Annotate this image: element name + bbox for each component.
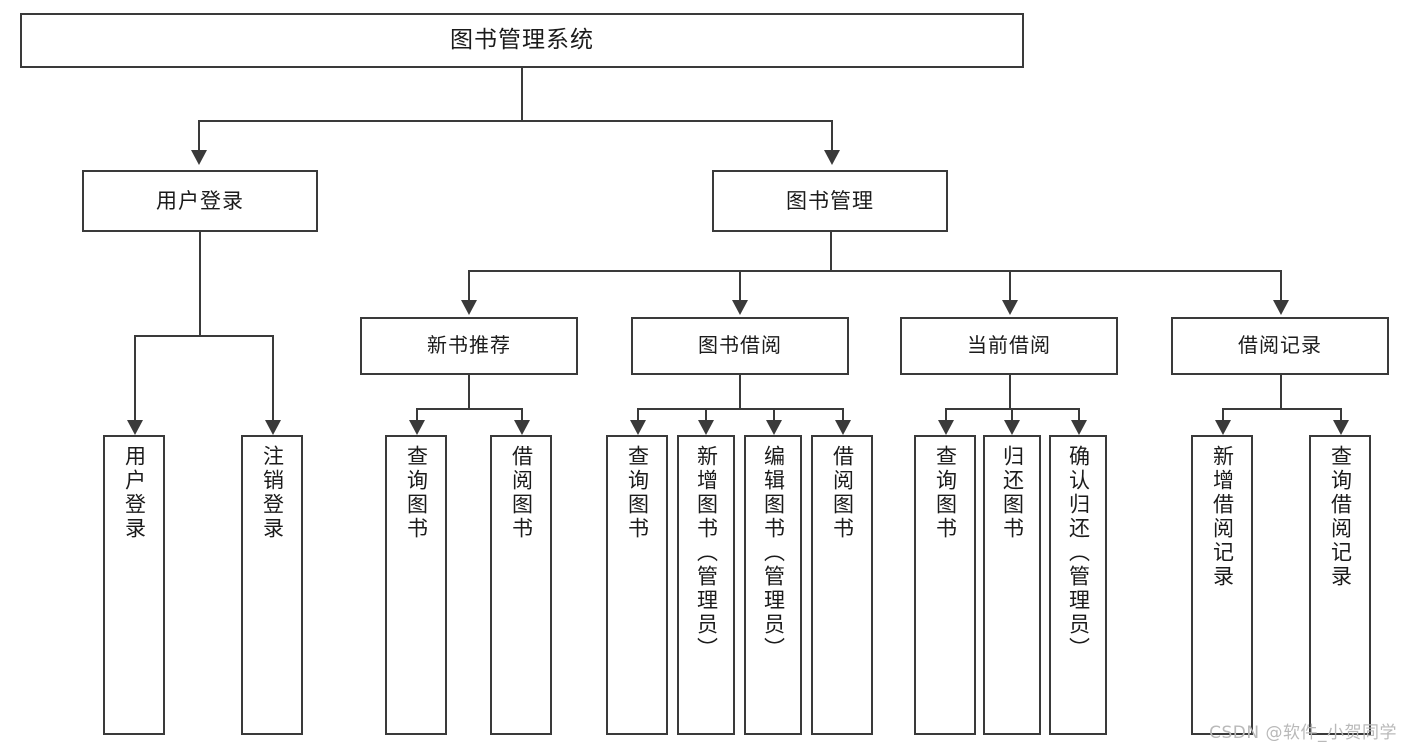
leaf-query-book-current[interactable]: 查询图书 xyxy=(914,435,976,735)
arrowhead-leaf-return-book xyxy=(1004,420,1020,435)
connector-bb-drop-2 xyxy=(705,408,707,420)
connector-borrow-record-stem xyxy=(1280,375,1282,408)
node-label: 新增借阅记录 xyxy=(1210,445,1235,589)
arrowhead-user-login xyxy=(191,150,207,165)
leaf-edit-book[interactable]: 编辑图书（管理员） xyxy=(744,435,802,735)
node-label: 确认归还（管理员） xyxy=(1066,445,1091,661)
arrowhead-leaf-query-book-1 xyxy=(409,420,425,435)
arrowhead-leaf-add-book xyxy=(698,420,714,435)
arrowhead-leaf-query-book-3 xyxy=(938,420,954,435)
node-user-login[interactable]: 用户登录 xyxy=(82,170,318,232)
node-book-borrow[interactable]: 图书借阅 xyxy=(631,317,849,375)
node-label: 图书借阅 xyxy=(698,333,782,358)
node-label: 查询图书 xyxy=(404,445,429,541)
connector-book-manage-drop-2 xyxy=(739,270,741,300)
node-label: 新增图书（管理员） xyxy=(694,445,719,661)
connector-borrow-record-bus xyxy=(1222,408,1340,410)
node-label: 用户登录 xyxy=(122,445,147,541)
leaf-add-borrow-record[interactable]: 新增借阅记录 xyxy=(1191,435,1253,735)
connector-nbr-drop-2 xyxy=(521,408,523,420)
node-label: 新书推荐 xyxy=(427,333,511,358)
node-label: 用户登录 xyxy=(156,188,244,213)
connector-br-drop-2 xyxy=(1340,408,1342,420)
node-label: 借阅图书 xyxy=(509,445,534,541)
connector-current-borrow-stem xyxy=(1009,375,1011,408)
arrowhead-leaf-query-book-2 xyxy=(630,420,646,435)
connector-root-stem xyxy=(521,68,523,120)
node-label: 当前借阅 xyxy=(967,333,1051,358)
node-label: 归还图书 xyxy=(1000,445,1025,541)
node-label: 借阅图书 xyxy=(830,445,855,541)
connector-root-to-book-manage xyxy=(831,120,833,150)
connector-cb-drop-3 xyxy=(1078,408,1080,420)
leaf-borrow-book[interactable]: 借阅图书 xyxy=(811,435,873,735)
connector-book-manage-drop-3 xyxy=(1009,270,1011,300)
connector-br-drop-1 xyxy=(1222,408,1224,420)
node-label: 图书管理 xyxy=(786,188,874,213)
connector-bb-drop-4 xyxy=(842,408,844,420)
node-label: 查询图书 xyxy=(625,445,650,541)
node-book-manage[interactable]: 图书管理 xyxy=(712,170,948,232)
leaf-return-book[interactable]: 归还图书 xyxy=(983,435,1041,735)
connector-root-bus xyxy=(198,120,832,122)
connector-book-borrow-stem xyxy=(739,375,741,408)
arrowhead-leaf-borrow-book-2 xyxy=(835,420,851,435)
arrowhead-leaf-confirm-return xyxy=(1071,420,1087,435)
connector-user-login-drop-1 xyxy=(134,335,136,420)
arrowhead-leaf-user-logout xyxy=(265,420,281,435)
arrowhead-current-borrow xyxy=(1002,300,1018,315)
arrowhead-leaf-borrow-book-1 xyxy=(514,420,530,435)
arrowhead-new-book-recommend xyxy=(461,300,477,315)
arrowhead-leaf-query-record xyxy=(1333,420,1349,435)
leaf-query-book-borrow[interactable]: 查询图书 xyxy=(606,435,668,735)
node-new-book-recommend[interactable]: 新书推荐 xyxy=(360,317,578,375)
node-label: 查询借阅记录 xyxy=(1328,445,1353,589)
node-root-system[interactable]: 图书管理系统 xyxy=(20,13,1024,68)
connector-user-login-bus xyxy=(134,335,272,337)
connector-nbr-drop-1 xyxy=(416,408,418,420)
connector-root-to-user-login xyxy=(198,120,200,150)
node-label: 图书管理系统 xyxy=(450,26,594,53)
leaf-confirm-return[interactable]: 确认归还（管理员） xyxy=(1049,435,1107,735)
connector-new-book-recommend-stem xyxy=(468,375,470,408)
arrowhead-book-manage xyxy=(824,150,840,165)
node-label: 注销登录 xyxy=(260,445,285,541)
node-current-borrow[interactable]: 当前借阅 xyxy=(900,317,1118,375)
leaf-borrow-book-recommend[interactable]: 借阅图书 xyxy=(490,435,552,735)
connector-cb-drop-2 xyxy=(1011,408,1013,420)
node-label: 借阅记录 xyxy=(1238,333,1322,358)
node-borrow-record[interactable]: 借阅记录 xyxy=(1171,317,1389,375)
leaf-user-login[interactable]: 用户登录 xyxy=(103,435,165,735)
node-label: 查询图书 xyxy=(933,445,958,541)
connector-book-manage-drop-1 xyxy=(468,270,470,300)
connector-cb-drop-1 xyxy=(945,408,947,420)
node-label: 编辑图书（管理员） xyxy=(761,445,786,661)
arrowhead-leaf-add-record xyxy=(1215,420,1231,435)
connector-book-manage-drop-4 xyxy=(1280,270,1282,300)
connector-user-login-stem xyxy=(199,232,201,335)
arrowhead-leaf-edit-book xyxy=(766,420,782,435)
connector-bb-drop-1 xyxy=(637,408,639,420)
connector-book-borrow-bus xyxy=(637,408,842,410)
connector-bb-drop-3 xyxy=(773,408,775,420)
leaf-query-borrow-record[interactable]: 查询借阅记录 xyxy=(1309,435,1371,735)
arrowhead-leaf-user-login xyxy=(127,420,143,435)
connector-book-manage-bus xyxy=(468,270,1280,272)
arrowhead-borrow-record xyxy=(1273,300,1289,315)
leaf-user-logout[interactable]: 注销登录 xyxy=(241,435,303,735)
connector-new-book-recommend-bus xyxy=(416,408,521,410)
arrowhead-book-borrow xyxy=(732,300,748,315)
connector-book-manage-stem xyxy=(830,232,832,270)
connector-user-login-drop-2 xyxy=(272,335,274,420)
leaf-query-book-recommend[interactable]: 查询图书 xyxy=(385,435,447,735)
leaf-add-book[interactable]: 新增图书（管理员） xyxy=(677,435,735,735)
